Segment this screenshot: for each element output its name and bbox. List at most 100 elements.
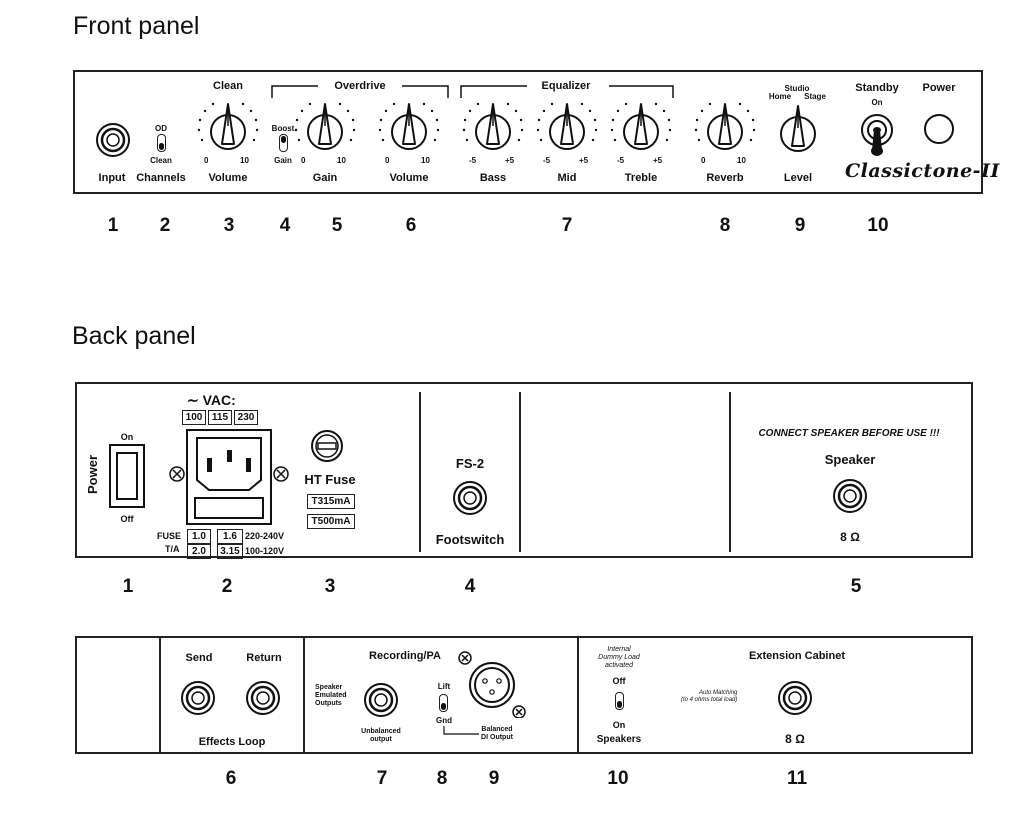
back-callout-number: 5 [850,576,862,597]
extension-cabinet-jack-icon[interactable] [777,680,813,716]
divider [519,392,521,552]
level-stage-label: Stage [804,92,826,101]
extension-cabinet-label: Extension Cabinet [749,650,845,662]
dummy-line-1: Internal [607,646,631,653]
power-rocker-switch[interactable] [109,444,145,508]
fuse-voltage-100: 100-120V [245,546,285,556]
equalizer-bracket [460,85,674,98]
fuse-2-0: 2.0 [187,544,211,559]
clean-title: Clean [213,80,243,92]
equalizer-title: Equalizer [541,80,591,92]
ground-lift-switch[interactable] [439,694,448,712]
dummy-on-label: On [612,720,626,730]
back-callout-number: 7 [376,768,388,789]
input-jack-icon [96,123,130,157]
back-callout-number: 10 [607,768,629,789]
overdrive-gain-max-label: 10 [337,156,346,165]
divider [159,638,161,754]
balanced-line-2: DI Output [481,734,513,741]
balanced-line-1: Balanced [481,726,513,733]
overdrive-volume-knob-icon[interactable] [375,90,443,158]
bass-min-label: -5 [469,156,477,165]
footswitch-label: Footswitch [435,532,505,547]
reverb-label: Reverb [706,172,744,184]
clean-volume-max-label: 10 [240,156,249,165]
dummy-load-label: Internal Dummy Load activated [598,646,640,670]
back-callout-number: 9 [488,768,500,789]
footswitch-jack-icon[interactable] [452,480,488,516]
front-callout-number: 8 [719,215,731,236]
speaker-emulated-line-2: Emulated [315,692,347,699]
voltage-230: 230 [234,410,258,425]
standby-label: Standby [855,82,899,94]
mid-min-label: -5 [543,156,551,165]
front-callout-number: 10 [867,215,889,236]
speakers-label: Speakers [596,734,642,745]
vac-label: ∼ VAC: [187,392,236,409]
standby-toggle-icon[interactable] [859,112,895,158]
channels-od-label: OD [155,124,167,133]
divider [577,638,579,754]
dummy-line-3: activated [604,662,634,669]
front-callout-number: 9 [794,215,806,236]
level-knob-icon[interactable] [775,102,821,162]
speaker-jack-icon[interactable] [832,478,868,514]
vac-text: VAC: [202,392,236,408]
dummy-line-2: Dummy Load [598,654,640,661]
return-label: Return [246,652,282,664]
auto-matching-line-2: (to 4 ohms total load) [681,697,738,703]
auto-matching-line-1: Auto Matching [699,690,738,696]
brand-logo: Classictone-II [845,160,1000,182]
overdrive-title: Overdrive [334,80,386,92]
back-callout-number: 11 [786,768,808,789]
clean-volume-min-label: 0 [204,156,209,165]
voltage-115: 115 [208,410,232,425]
xlr-di-output-icon[interactable] [457,648,527,718]
front-callout-number: 3 [223,215,235,236]
overdrive-volume-max-label: 10 [421,156,430,165]
extension-ohm-label: 8 Ω [785,732,805,746]
input-label: Input [98,172,126,184]
speaker-label: Speaker [824,452,876,467]
boost-switch[interactable] [279,134,288,152]
recording-pa-label: Recording/PA [369,650,441,662]
ac-wave-icon: ∼ [187,392,199,408]
channels-switch[interactable] [157,134,166,152]
boost-gain-label: Gain [274,156,292,165]
back-panel-heading: Back panel [72,322,196,350]
boost-label: Boost [271,124,295,133]
power-button-icon[interactable] [922,112,956,146]
treble-knob-icon[interactable] [607,90,675,158]
unbalanced-output-jack-icon[interactable] [363,682,399,718]
unbalanced-output-label: Unbalanced output [361,728,401,744]
back-callout-number: 3 [324,576,336,597]
fuse-1-6: 1.6 [217,529,243,544]
send-jack-icon[interactable] [180,680,216,716]
reverb-min-label: 0 [701,156,706,165]
send-label: Send [185,652,213,664]
front-callout-number: 1 [107,215,119,236]
reverb-max-label: 10 [737,156,746,165]
dummy-load-switch[interactable] [615,692,624,710]
overdrive-bracket [271,85,449,98]
back-callout-number: 1 [122,576,134,597]
reverb-knob-icon[interactable] [691,90,759,158]
bass-knob-icon[interactable] [459,90,527,158]
mid-knob-icon[interactable] [533,90,601,158]
overdrive-gain-knob-icon[interactable] [291,90,359,158]
fuse-3-15: 3.15 [217,544,243,559]
ht-fuse-holder-icon[interactable] [309,428,345,464]
back-panel-upper: Power On Off ∼ VAC: 100 115 230 FUSE T/A… [75,382,973,559]
bass-max-label: +5 [505,156,515,165]
clean-volume-knob-icon[interactable] [194,90,262,158]
front-callout-number: 6 [405,215,417,236]
balanced-di-label: Balanced DI Output [481,726,513,742]
ht-fuse-t500: T500mA [307,514,355,529]
return-jack-icon[interactable] [245,680,281,716]
speaker-emulated-line-1: Speaker [315,684,343,691]
channels-label: Channels [136,172,186,184]
mid-label: Mid [557,172,577,184]
gnd-label: Gnd [436,716,452,725]
overdrive-volume-min-label: 0 [385,156,390,165]
ht-fuse-t315: T315mA [307,494,355,509]
